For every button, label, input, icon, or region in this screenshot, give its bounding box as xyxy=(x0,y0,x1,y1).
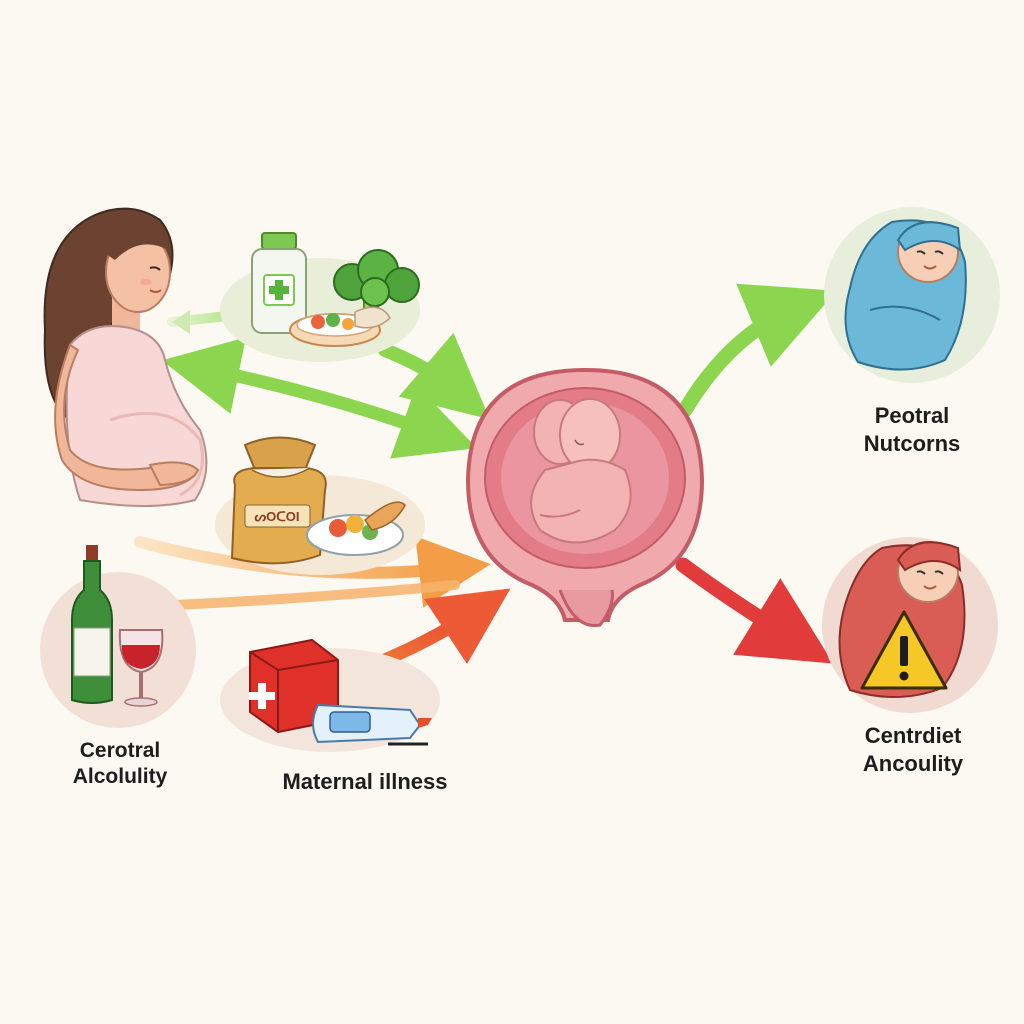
label-negative-outcome-line2: Ancoulity xyxy=(862,750,964,776)
label-positive-outcome-line2: Nutcorns xyxy=(863,430,961,456)
label-maternal-illness: Maternal illness xyxy=(240,768,490,796)
label-maternal-illness-text: Maternal illness xyxy=(282,769,448,794)
sack-label: ᔕOᑕOI xyxy=(255,509,300,524)
pregnant-woman xyxy=(43,207,208,507)
broccoli-icon xyxy=(333,249,420,324)
healthy-baby xyxy=(824,207,1000,383)
label-negative-outcome-line1: Centrdiet xyxy=(864,723,962,748)
at-risk-baby xyxy=(822,537,998,713)
food-sack-icon: ᔕOᑕOI xyxy=(230,436,327,565)
dinner-plate-icon xyxy=(306,501,406,556)
diet-group: ᔕOᑕOI xyxy=(215,436,425,575)
syringe-icon xyxy=(312,703,432,746)
wine-glass-icon xyxy=(118,629,164,707)
arrow-nutrition-to-womb xyxy=(378,332,490,420)
warning-icon xyxy=(860,610,948,690)
label-negative-outcome: Centrdiet Ancoulity xyxy=(818,722,1008,777)
arrow-alcohol-to-womb xyxy=(170,580,460,610)
food-plate-icon xyxy=(289,306,391,347)
label-positive-outcome: Peotral Nutcorns xyxy=(832,402,992,457)
wine-bottle-icon xyxy=(71,545,113,704)
illness-group xyxy=(220,638,440,752)
alcohol-group xyxy=(40,545,196,728)
arrow-woman-womb-bidirectional xyxy=(161,337,477,459)
medicine-bottle-icon xyxy=(251,232,307,334)
label-positive-outcome-line1: Peotral xyxy=(874,403,950,428)
arrow-womb-to-risk xyxy=(675,557,834,664)
label-alcohol-line1: Cerotral xyxy=(79,739,161,762)
label-alcohol: Cerotral Alcolulity xyxy=(40,738,200,791)
label-alcohol-line2: Alcolulity xyxy=(72,765,168,789)
womb-fetus xyxy=(465,367,705,628)
arrow-womb-to-healthy xyxy=(677,283,837,418)
fetus-figure xyxy=(530,398,632,544)
nutrition-group xyxy=(220,232,420,362)
